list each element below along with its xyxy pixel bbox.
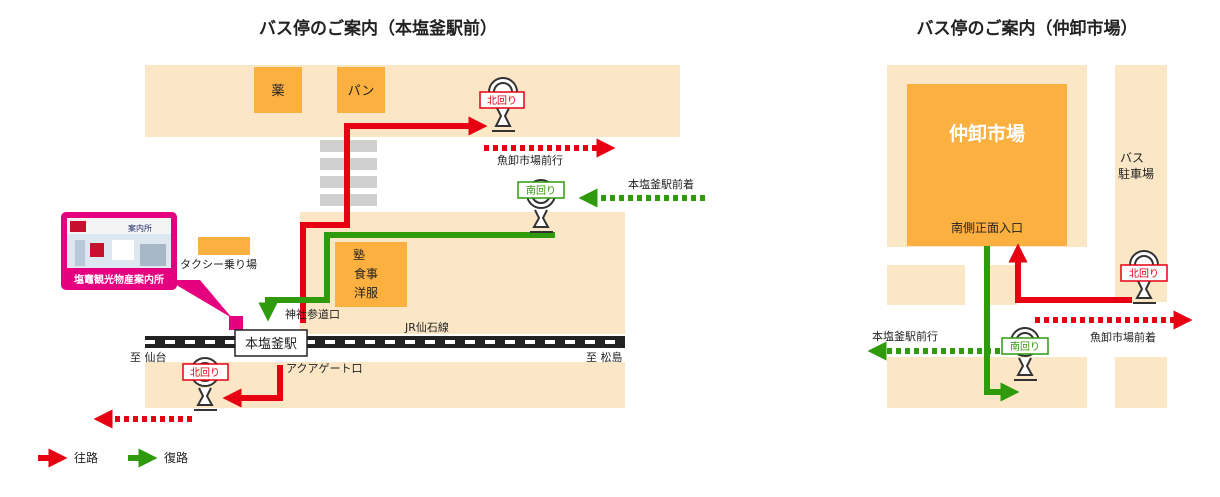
jr-line-label: JR仙石線 <box>404 320 449 334</box>
info-center-marker <box>229 316 243 330</box>
bus-stop-south-label: 南回り <box>526 184 556 197</box>
block-northeast <box>597 65 680 137</box>
left-map: バス停のご案内（本塩釜駅前） 薬 パン 塾 食事 洋服 タクシー乗り場 JR仙石… <box>61 18 705 429</box>
station-honshiogama[interactable]: 本塩釜駅 <box>234 329 308 357</box>
bus-stop-south[interactable]: 南回り <box>517 179 565 233</box>
bus-stop-north-lower-label: 北回り <box>190 367 220 379</box>
shop-bakery <box>337 67 385 113</box>
honshiogama-arrival-label: 本塩釜駅前着 <box>628 177 694 191</box>
entrance-label: 南側正面入口 <box>951 220 1023 235</box>
outbound-route-market <box>1008 243 1132 303</box>
market-label: 仲卸市場 <box>949 122 1025 145</box>
legend: 往路 復路 <box>38 448 188 468</box>
shop-bakery-label: パン <box>348 84 375 99</box>
block-middle <box>985 265 1017 305</box>
shop-juku-label: 塾 <box>353 247 365 262</box>
taxi-stand <box>198 237 250 255</box>
legend-outbound: 往路 <box>38 448 98 468</box>
inbound-route <box>258 232 555 322</box>
legend-outbound-label: 往路 <box>74 450 98 465</box>
info-center-label: 塩竈観光物産案内所 <box>74 273 164 286</box>
photo-sign-text: 案内所 <box>128 223 152 233</box>
uoichi-bound-label: 魚卸市場前行 <box>497 153 563 167</box>
right-map-title: バス停のご案内（仲卸市場） <box>917 18 1138 39</box>
station-label: 本塩釜駅 <box>245 337 297 352</box>
legend-inbound-label: 復路 <box>164 450 188 465</box>
bus-stop-north-lower[interactable]: 北回り <box>182 357 229 411</box>
market-bus-stop-north-label: 北回り <box>1129 268 1159 280</box>
market-bus-stop-north[interactable]: 北回り <box>1120 250 1168 304</box>
right-map: バス停のご案内（仲卸市場） 仲卸市場 南側正面入口 バス 駐車場 本塩釜駅前行 … <box>867 18 1193 408</box>
parking-label-line1: バス <box>1120 151 1144 165</box>
shop-pharmacy <box>254 67 302 113</box>
outbound-route-north <box>300 116 488 323</box>
taxi-label: タクシー乗り場 <box>180 258 257 271</box>
jr-senseki-line <box>145 336 625 348</box>
bus-stop-north[interactable]: 北回り <box>479 77 525 132</box>
parking-label-line2: 駐車場 <box>1118 166 1154 181</box>
to-sendai-label: 至 仙台 <box>130 350 167 364</box>
legend-inbound: 復路 <box>128 448 188 468</box>
left-map-title: バス停のご案内（本塩釜駅前） <box>259 18 497 39</box>
uoichi-arrival-label: 魚卸市場前着 <box>1090 330 1156 344</box>
market-bus-stop-south-label: 南回り <box>1010 340 1040 353</box>
honshiogama-bound-label: 本塩釜駅前行 <box>872 329 938 343</box>
shop-clothes-label: 洋服 <box>354 285 378 300</box>
to-matsushima-label: 至 松島 <box>586 350 623 364</box>
market-bus-stop-south[interactable]: 南回り <box>1001 327 1049 381</box>
shop-food-label: 食事 <box>354 266 378 281</box>
info-center-callout[interactable]: 案内所 塩竈観光物産案内所 <box>61 212 243 330</box>
market-building <box>907 84 1067 246</box>
shop-juku-food-clothes <box>335 242 407 307</box>
bus-stop-north-label: 北回り <box>487 95 517 107</box>
aqua-exit-label: アクアゲート口 <box>286 362 362 375</box>
block-southeast <box>1115 357 1167 408</box>
shop-pharmacy-label: 薬 <box>271 84 284 99</box>
outbound-route-south <box>222 365 283 408</box>
block-west <box>887 265 965 305</box>
shrine-exit-label: 神社参道口 <box>285 307 340 321</box>
inbound-route-market <box>984 246 1020 402</box>
